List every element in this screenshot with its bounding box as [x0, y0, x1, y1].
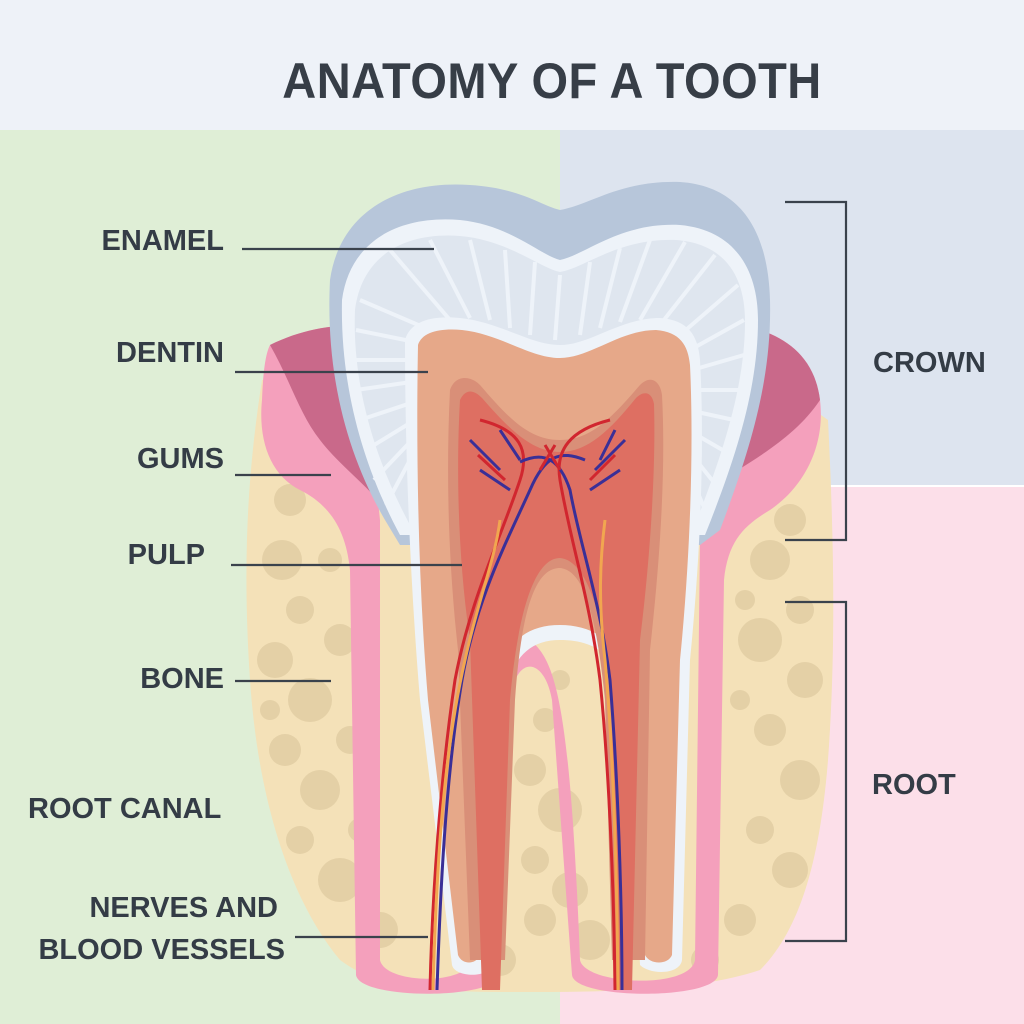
- crown-bracket: [785, 200, 848, 542]
- label-gums: GUMS: [137, 443, 224, 475]
- section-brackets: [785, 200, 848, 943]
- label-dentin: DENTIN: [116, 337, 224, 369]
- header-band: [0, 0, 1024, 130]
- label-crown: CROWN: [873, 347, 986, 379]
- page-title: ANATOMY OF A TOOTH: [282, 53, 822, 109]
- label-pulp: PULP: [127, 539, 205, 571]
- nerves-and-vessels-illustration: [428, 418, 627, 991]
- root-bracket: [785, 600, 848, 943]
- label-root-canal: ROOT CANAL: [28, 793, 222, 825]
- label-root: ROOT: [872, 769, 956, 801]
- label-nerves-line1: NERVES AND: [89, 892, 278, 924]
- label-bone: BONE: [140, 663, 224, 695]
- leader-lines: [231, 247, 462, 939]
- label-enamel: ENAMEL: [101, 225, 224, 257]
- label-nerves-line2: BLOOD VESSELS: [38, 934, 285, 966]
